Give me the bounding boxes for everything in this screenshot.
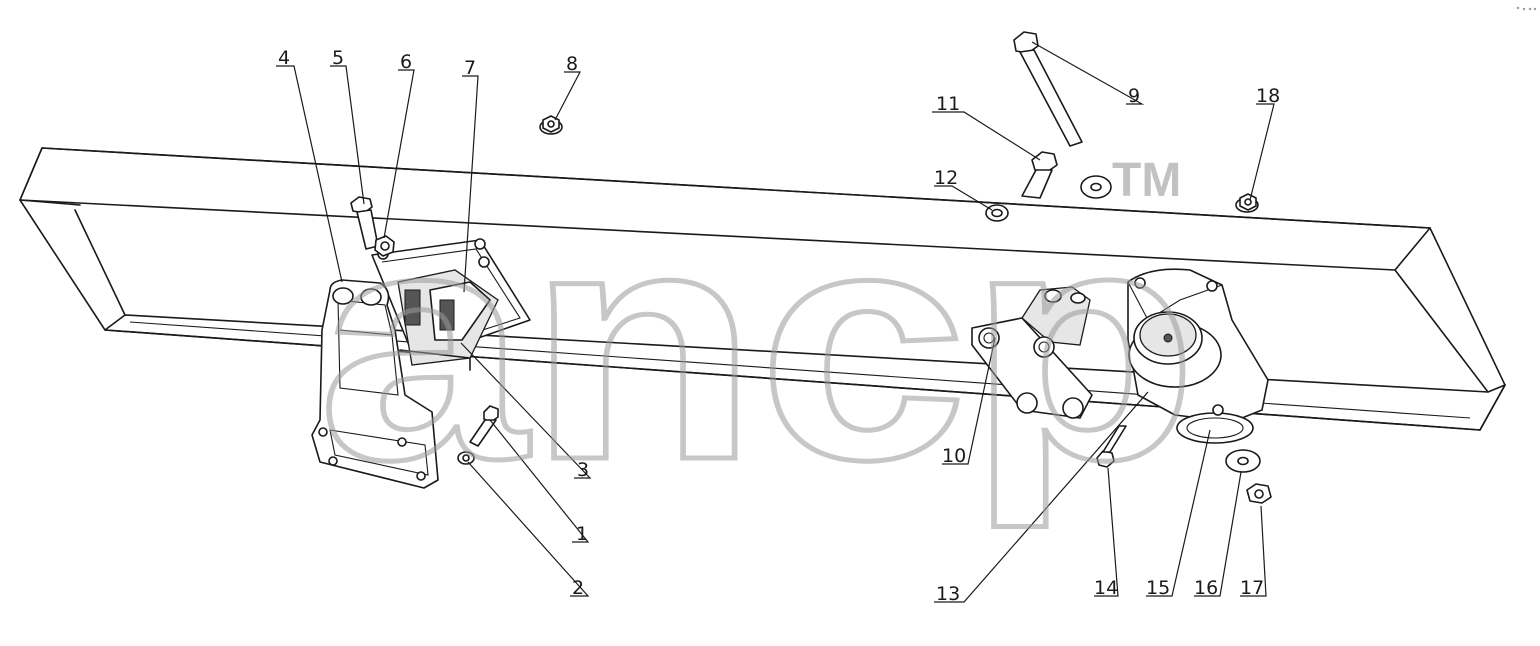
leader-lines — [276, 41, 1275, 603]
callout-15: 15 — [1146, 577, 1170, 599]
callout-3: 3 — [577, 459, 589, 481]
callout-labels: 1 2 3 4 5 6 7 8 9 10 11 12 13 14 15 16 1… — [278, 47, 1280, 605]
callout-1: 1 — [576, 523, 588, 545]
watermark-text: ancp — [318, 159, 1198, 530]
callout-5: 5 — [332, 47, 344, 69]
callout-6: 6 — [400, 51, 412, 73]
corner-mark — [1516, 6, 1537, 11]
bolt-14 — [1096, 425, 1127, 468]
bolt-5 — [350, 196, 379, 250]
front-bracket-4 — [311, 279, 439, 489]
rubber-mount-15 — [1127, 268, 1269, 444]
callout-18: 18 — [1256, 85, 1280, 107]
nut-6 — [374, 235, 395, 257]
callout-4: 4 — [278, 47, 290, 69]
callout-16: 16 — [1194, 577, 1218, 599]
callout-8: 8 — [566, 53, 578, 75]
callout-7: 7 — [464, 57, 476, 79]
callout-13: 13 — [936, 583, 960, 605]
callout-2: 2 — [572, 577, 584, 599]
mount-bracket-10 — [971, 286, 1093, 419]
callout-14: 14 — [1094, 577, 1118, 599]
nut-17 — [1246, 483, 1272, 504]
watermark: ancp TM — [316, 154, 1201, 533]
callout-10: 10 — [942, 445, 966, 467]
callout-9: 9 — [1128, 85, 1140, 107]
washer-16 — [1225, 449, 1261, 473]
callout-12: 12 — [934, 167, 958, 189]
flange-nut-18 — [1235, 193, 1259, 213]
watermark-trademark: TM — [1112, 154, 1181, 207]
bolt-11 — [1021, 151, 1058, 199]
callout-17: 17 — [1240, 577, 1264, 599]
washer-large — [1080, 175, 1112, 199]
flange-nut-8 — [539, 115, 563, 135]
washer-12 — [985, 204, 1009, 222]
bolt-1 — [469, 405, 499, 447]
bracket-clamp-3 — [397, 269, 499, 371]
callout-11: 11 — [936, 93, 960, 115]
nut-2 — [457, 451, 475, 465]
long-bolt-9 — [1013, 31, 1083, 147]
